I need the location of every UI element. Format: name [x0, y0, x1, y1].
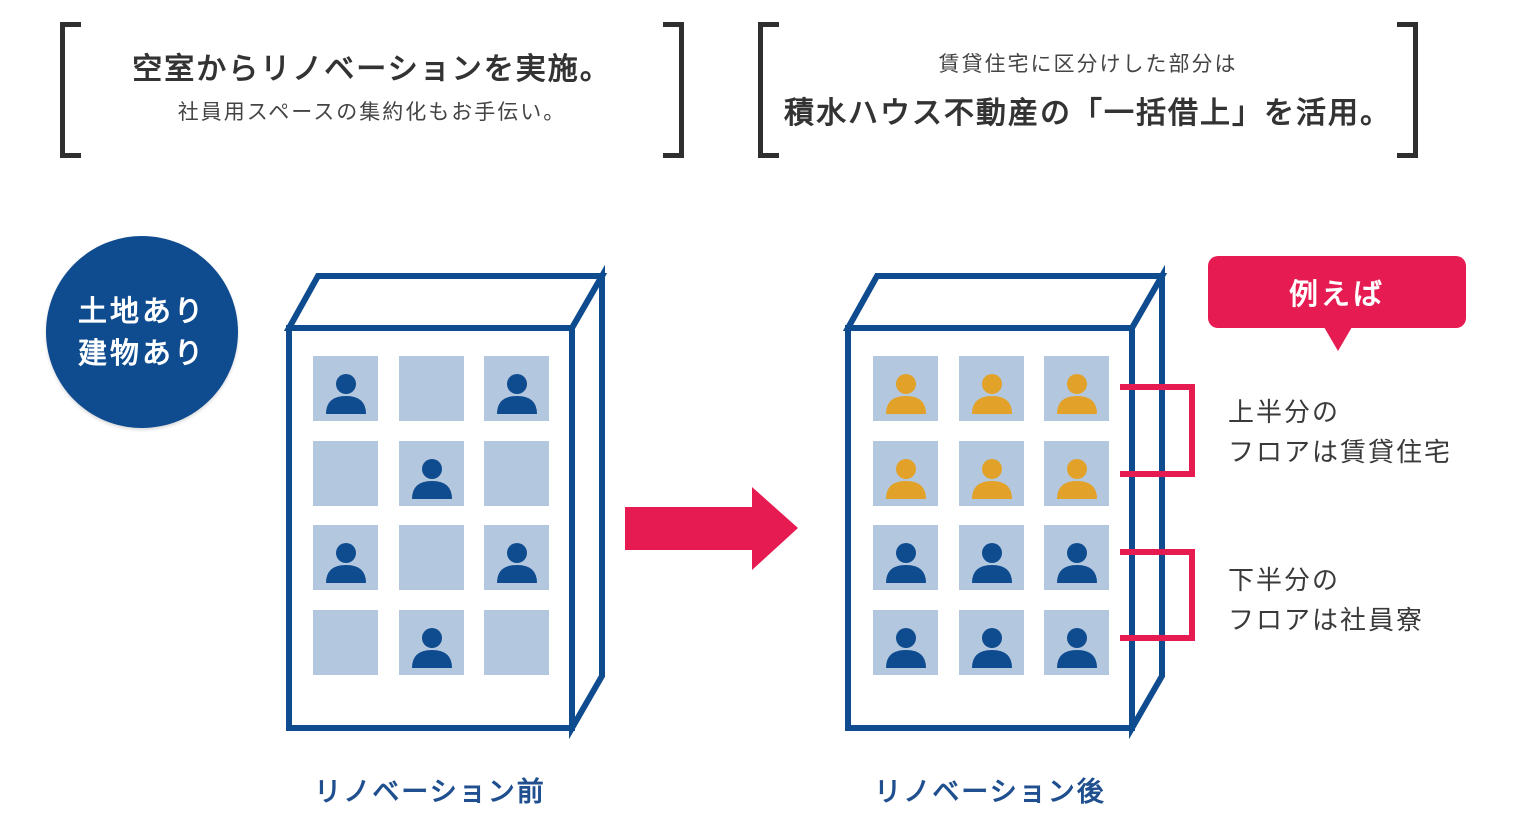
upper-floor-bracket [1120, 384, 1195, 477]
header-right-box: 賃貸住宅に区分けした部分は 積水ハウス不動産の「一括借上」を活用。 [758, 22, 1418, 158]
person-icon [326, 543, 366, 583]
right-arrow-icon [625, 487, 798, 570]
person-icon [497, 543, 537, 583]
upper-floor-note: 上半分の フロアは賃貸住宅 [1228, 393, 1452, 473]
person-icon [886, 374, 926, 414]
left-bracket [758, 22, 779, 158]
label-before: リノベーション前 [314, 777, 546, 808]
window [313, 441, 378, 506]
person-icon [412, 628, 452, 668]
lower-floor-note: 下半分の フロアは社員寮 [1228, 561, 1424, 641]
window [484, 610, 549, 675]
building-before [283, 264, 608, 740]
building-after-top [842, 273, 1168, 331]
person-icon [1057, 459, 1097, 499]
badge-line-2: 建物あり [77, 336, 206, 370]
person-icon [1057, 628, 1097, 668]
person-icon [412, 459, 452, 499]
person-icon [972, 374, 1012, 414]
person-icon [886, 543, 926, 583]
right-bracket [1397, 22, 1418, 158]
lower-note-line-2: フロアは社員寮 [1228, 606, 1425, 636]
person-icon [972, 459, 1012, 499]
lower-floor-bracket [1120, 549, 1195, 641]
condition-badge: 土地あり 建物あり [46, 236, 238, 428]
building-before-top [283, 273, 608, 331]
window [399, 356, 464, 421]
header-left-box: 空室からリノベーションを実施。 社員用スペースの集約化もお手伝い。 [60, 22, 684, 158]
person-icon [886, 459, 926, 499]
person-icon [326, 374, 366, 414]
person-icon [497, 374, 537, 414]
label-after: リノベーション後 [874, 777, 1106, 808]
building-before-windows [313, 356, 549, 675]
header-left-title: 空室からリノベーションを実施。 [132, 52, 612, 87]
building-before-side [569, 264, 605, 740]
left-bracket [60, 22, 81, 158]
building-after-side [1129, 264, 1165, 740]
person-icon [972, 543, 1012, 583]
building-after [842, 264, 1168, 740]
window [313, 610, 378, 675]
header-right-title: 積水ハウス不動産の「一括借上」を活用。 [784, 96, 1392, 131]
badge-line-1: 土地あり [77, 294, 206, 328]
upper-note-line-2: フロアは賃貸住宅 [1228, 438, 1453, 468]
upper-note-line-1: 上半分の [1228, 398, 1341, 428]
header-right-subtitle: 賃貸住宅に区分けした部分は [938, 52, 1238, 76]
lower-note-line-1: 下半分の [1228, 566, 1341, 596]
right-bracket [663, 22, 684, 158]
building-after-windows [873, 356, 1109, 675]
person-icon [972, 628, 1012, 668]
person-icon [1057, 543, 1097, 583]
person-icon [886, 628, 926, 668]
header-left-subtitle: 社員用スペースの集約化もお手伝い。 [177, 100, 567, 124]
person-icon [1057, 374, 1097, 414]
window [484, 441, 549, 506]
example-tag: 例えば [1208, 256, 1466, 328]
window [399, 525, 464, 590]
example-tag-pointer [1324, 327, 1352, 351]
